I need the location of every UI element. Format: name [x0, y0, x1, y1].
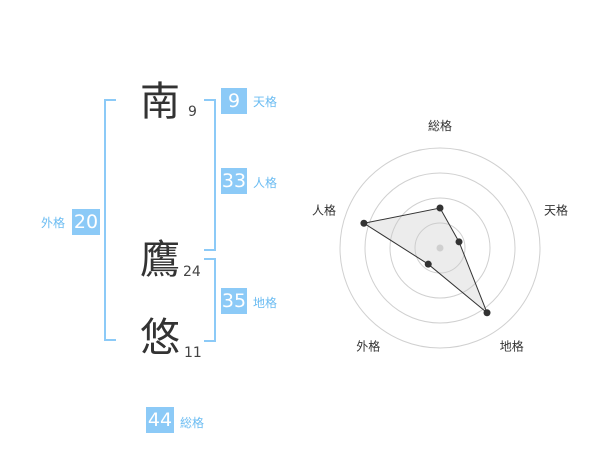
radar-area	[362, 207, 488, 314]
tenkaku-label: 天格	[253, 95, 278, 109]
gaikaku-value: 20	[72, 209, 100, 235]
radar-axis-label-5: 人格	[312, 202, 336, 217]
name-char-1: 南	[140, 79, 180, 125]
radar-ring-4	[339, 147, 541, 349]
name-char-1-strokes: 9	[188, 104, 197, 120]
gaikaku-label: 外格	[41, 216, 66, 230]
jinkaku-label: 人格	[253, 176, 278, 190]
radar-point-5	[360, 219, 368, 227]
jinkaku-value: 33	[221, 168, 247, 194]
name-char-3-strokes: 11	[184, 345, 202, 361]
gaikaku-bracket	[104, 99, 116, 341]
name-char-2-strokes: 24	[183, 264, 201, 280]
radar-ring-3	[364, 172, 516, 324]
soukaku-value: 44	[146, 407, 174, 433]
radar-point-3	[483, 309, 491, 317]
radar-ring-1	[414, 222, 466, 274]
radar-axis-label-3: 地格	[500, 339, 524, 354]
radar-center	[436, 244, 444, 252]
radar-point-1	[436, 204, 444, 212]
radar-axis-label-1: 総格	[428, 118, 452, 133]
name-char-2: 鷹	[140, 237, 180, 283]
chikaku-value: 35	[221, 288, 247, 314]
tenkaku-value: 9	[221, 88, 247, 114]
radar-point-2	[455, 238, 463, 246]
name-char-3: 悠	[140, 315, 180, 361]
radar-axis-label-2: 天格	[544, 202, 568, 217]
radar-ring-2	[389, 197, 491, 299]
radar-axis-label-4: 外格	[356, 339, 380, 354]
radar-point-4	[424, 260, 432, 268]
soukaku-label: 総格	[180, 416, 205, 430]
chikaku-label: 地格	[253, 296, 278, 310]
chikaku-bracket	[204, 258, 216, 342]
tenkaku-bracket	[204, 99, 216, 251]
